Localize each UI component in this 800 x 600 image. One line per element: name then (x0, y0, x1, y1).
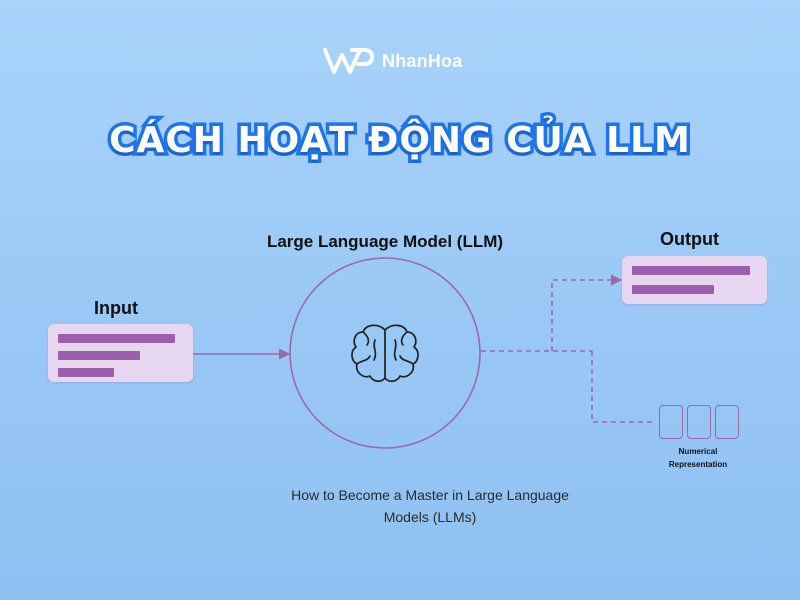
output-text-line (632, 266, 750, 275)
input-text-line (58, 351, 140, 360)
output-box (622, 256, 767, 304)
figure-caption: How to Become a Master in Large Language… (240, 484, 620, 528)
input-box (48, 324, 193, 382)
input-label: Input (94, 298, 138, 318)
output-arrow (551, 274, 623, 351)
model-title: Large Language Model (LLM) (266, 232, 504, 251)
numerical-label-line2: Representation (668, 460, 728, 469)
numerical-representation-label: Numerical Representation (650, 445, 746, 471)
nhanhoa-logo-icon (323, 48, 374, 74)
caption-line1: How to Become a Master in Large Language (291, 487, 569, 503)
brain-icon (351, 324, 419, 382)
vector-cell (687, 405, 711, 439)
caption-line2: Models (LLMs) (383, 509, 477, 525)
output-label: Output (660, 229, 719, 249)
page-headline: CÁCH HOẠT ĐỘNG CỦA LLM (106, 117, 694, 165)
numerical-connector (591, 351, 656, 423)
brand-name: NhanHoa (382, 50, 463, 71)
input-text-line (58, 368, 114, 377)
output-text-line (632, 285, 714, 294)
llm-circle (289, 257, 481, 449)
vector-cell (659, 405, 683, 439)
input-text-line (58, 334, 175, 343)
brand-logo: NhanHoa (322, 44, 462, 78)
vector-cell (715, 405, 739, 439)
numerical-label-line1: Numerical (678, 447, 718, 456)
